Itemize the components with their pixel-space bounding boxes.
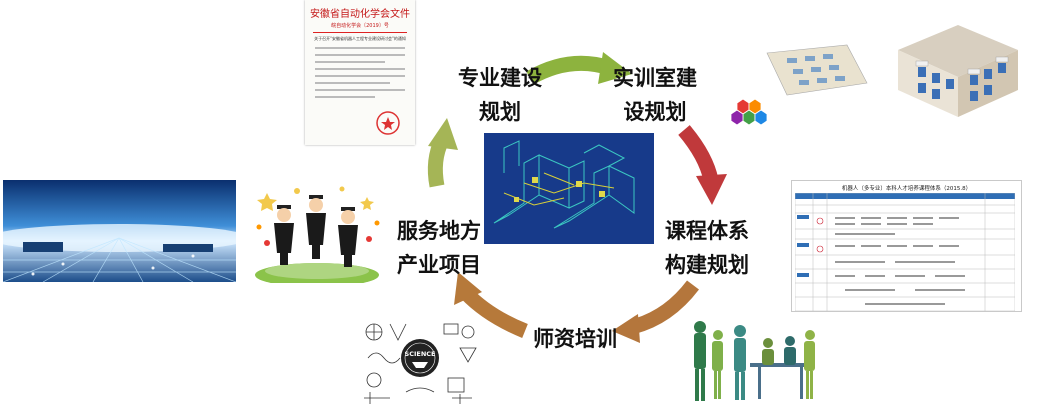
document-heading: 关于召开"安徽省机器人工程专业建设研讨会"的通知 [314, 36, 406, 41]
stage-line: 构建规划 [665, 253, 749, 277]
document-text-line [315, 75, 405, 77]
stage-training-room: 实训室建 设规划 [600, 61, 710, 129]
stage-line: 服务地方 [397, 219, 481, 243]
stage-local-industry: 服务地方 产业项目 [384, 214, 494, 282]
team-meeting-silhouette-image [680, 313, 820, 405]
training-room-3d-image [888, 15, 1028, 127]
stage-curriculum-system: 课程体系 构建规划 [652, 214, 762, 282]
stage-line: 设规划 [623, 100, 687, 124]
curriculum-table-image: 机器人（多专业）本科人才培养课程体系（2015.8） [791, 180, 1022, 312]
document-text-line [315, 89, 405, 91]
arrow-brown-right [612, 280, 699, 343]
center-city-illustration [484, 133, 654, 244]
document-title: 安徽省自动化学会文件 [310, 9, 410, 20]
stage-professional-construction: 专业建设 规划 [445, 61, 555, 129]
document-text-line [315, 96, 375, 98]
document-text-line [315, 61, 385, 63]
document-divider [313, 32, 407, 33]
training-room-layout-image [727, 33, 872, 133]
stage-line: 专业建设 [458, 66, 542, 90]
hexagon-cluster-icon [730, 98, 768, 126]
document-text-line [315, 47, 405, 49]
course-table-grid [795, 193, 1015, 311]
stage-line: 课程体系 [665, 219, 749, 243]
aerial-network-city-image [3, 180, 236, 282]
graduation-cartoon-image [247, 183, 388, 283]
document-text-line [315, 54, 405, 56]
arrow-olive [427, 118, 458, 188]
science-doodle-image: SCIENCE [360, 318, 480, 406]
stage-line: 产业项目 [397, 253, 481, 277]
official-document-image: 安徽省自动化学会文件 皖自动化学会〔2019〕号 关于召开"安徽省机器人工程专业… [305, 0, 415, 145]
stage-line: 实训室建 [613, 66, 697, 90]
stage-line: 规划 [479, 100, 521, 124]
document-text-line [315, 82, 390, 84]
stage-line: 师资培训 [533, 327, 617, 351]
document-text-line [315, 68, 405, 70]
arrow-green [526, 52, 632, 85]
science-badge-text: SCIENCE [405, 350, 436, 358]
arrow-red [678, 125, 727, 205]
course-table-title: 机器人（多专业）本科人才培养课程体系（2015.8） [841, 186, 972, 192]
document-number: 皖自动化学会〔2019〕号 [331, 23, 389, 29]
stage-teacher-training: 师资培训 [520, 322, 630, 356]
document-seal-icon [376, 111, 400, 135]
arrow-brown-left [454, 272, 528, 338]
